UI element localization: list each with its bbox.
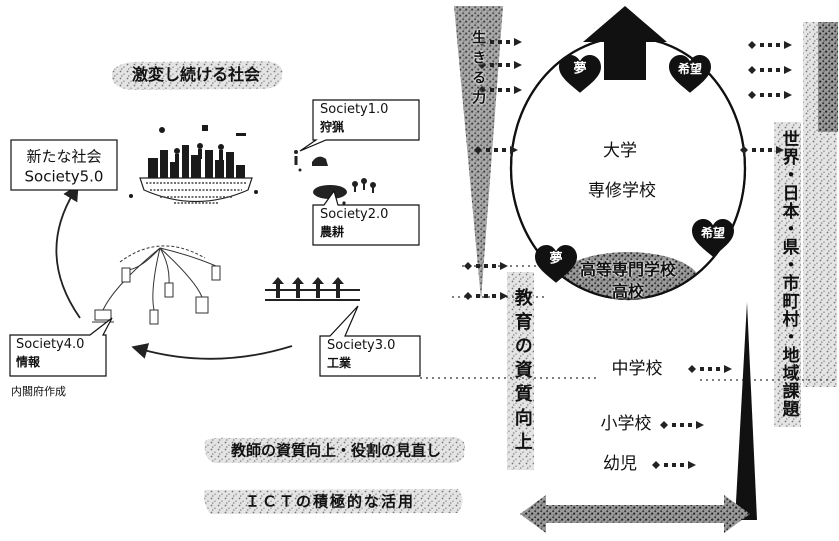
top-band-text: 生きる力 bbox=[470, 30, 487, 110]
dotted-arrow bbox=[748, 41, 792, 49]
society3-factory-illustration bbox=[265, 277, 360, 301]
society2-callout bbox=[312, 189, 420, 246]
quality-band-text: 教育の資質向上 bbox=[511, 288, 533, 456]
university-label: 大学 bbox=[603, 141, 637, 162]
dotted-arrow bbox=[688, 365, 732, 373]
ict-banner-bg bbox=[204, 489, 463, 514]
up-arrow bbox=[583, 6, 667, 80]
society4-label: 情報 bbox=[16, 355, 41, 369]
high-school-label: 高校 bbox=[611, 281, 645, 301]
heart-shape bbox=[669, 55, 711, 93]
society5-city-illustration bbox=[129, 125, 258, 204]
society5-line1: 新たな社会 bbox=[26, 147, 102, 166]
heart-shape bbox=[559, 55, 601, 93]
society3-name: Society3.0 bbox=[327, 338, 396, 353]
globe-lines bbox=[146, 182, 246, 204]
cycle-arrow-bottom bbox=[131, 343, 293, 360]
society1-illustration bbox=[294, 150, 328, 172]
heart-label-top-right: 希望 bbox=[677, 62, 703, 77]
heart-shape bbox=[535, 245, 577, 283]
society2-illustration bbox=[313, 178, 376, 205]
dotted-arrow bbox=[464, 292, 508, 300]
regional-band-text: 世界・日本・県・市町村・地域課題 bbox=[778, 130, 799, 418]
elementary-label: 小学校 bbox=[600, 414, 652, 435]
preschool-label: 幼児 bbox=[603, 454, 637, 475]
society5-line2: Society5.0 bbox=[24, 167, 104, 186]
cycle-arrow-left bbox=[55, 184, 81, 319]
junior-high-label: 中学校 bbox=[611, 359, 663, 380]
society4-callout bbox=[9, 317, 113, 377]
title-banner bbox=[111, 61, 283, 90]
society3-callout bbox=[319, 305, 421, 377]
quality-band-bg bbox=[507, 272, 534, 470]
society5-box bbox=[10, 139, 118, 191]
society2-label: 農耕 bbox=[320, 225, 345, 239]
dotted-arrow bbox=[652, 461, 696, 469]
people-figures bbox=[174, 143, 224, 164]
heart-label-bottom-right: 希望 bbox=[700, 226, 726, 241]
bottom-double-arrow bbox=[520, 495, 750, 533]
buildings bbox=[148, 145, 245, 178]
dotted-arrow bbox=[748, 66, 792, 74]
source-credit: 内閣府作成 bbox=[11, 385, 66, 398]
heart-label-bottom-left: 夢 bbox=[549, 251, 563, 267]
society3-label: 工業 bbox=[327, 356, 352, 370]
teacher-banner-text: 教師の資質向上・役割の見直し bbox=[230, 441, 442, 460]
right-edge-band-dark bbox=[818, 22, 838, 132]
teacher-banner-bg bbox=[204, 437, 465, 463]
kosen-label: 高等専門学校 bbox=[579, 259, 677, 279]
society2-name: Society2.0 bbox=[320, 207, 389, 222]
dotted-arrow bbox=[748, 91, 792, 99]
dotted-arrow bbox=[660, 421, 704, 429]
floating-icons bbox=[129, 125, 258, 198]
society4-network-illustration bbox=[92, 245, 221, 325]
heart-shape bbox=[692, 219, 734, 257]
heart-label-top-left: 夢 bbox=[573, 61, 587, 77]
ict-banner-text: ＩＣＴの積極的な活用 bbox=[244, 492, 416, 511]
society1-label: 狩猟 bbox=[320, 120, 345, 134]
society4-name: Society4.0 bbox=[16, 337, 85, 352]
dotted-arrow bbox=[464, 262, 508, 270]
society1-callout bbox=[299, 99, 420, 152]
regional-band-bg bbox=[774, 122, 801, 427]
society1-name: Society1.0 bbox=[320, 102, 389, 117]
diagram-title: 激変し続ける社会 bbox=[131, 64, 261, 84]
narrow-up-wedge bbox=[735, 302, 757, 520]
vocational-school-label: 専修学校 bbox=[588, 181, 656, 202]
